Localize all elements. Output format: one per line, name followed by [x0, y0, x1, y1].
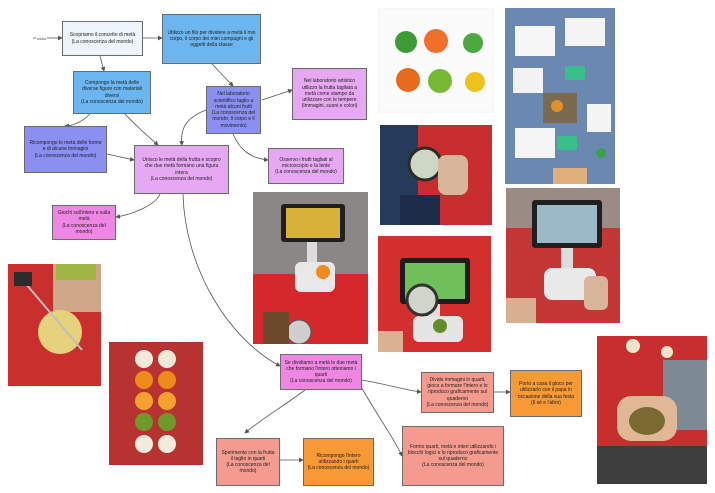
edge-n3-n7	[124, 113, 159, 146]
photo-digital-microscope-orange	[253, 192, 368, 344]
photo-microscope-with-lens-kiwi	[378, 236, 491, 352]
node-divide-images-quarters: Divido immagini in quarti, gioco a forma…	[421, 372, 494, 413]
node-discover-half: Scopriamo il concetto di metà (La conosc…	[62, 21, 143, 56]
node-divide-body-with-thread: Utilizzo un filo per dividere a metà il …	[162, 14, 261, 64]
photo-microscope-tablet-close-up	[506, 188, 620, 323]
edge-n10-n15	[359, 384, 403, 457]
photo-magnifying-glass-on-fruit	[380, 125, 492, 225]
node-recompose-halves: Ricompongo le metà delle forme e di alcu…	[24, 126, 107, 173]
start-label: Inizio	[36, 36, 48, 41]
edge-n10-n13	[244, 389, 306, 434]
node-fruit-quarters-cut: Sperimento con la frutta il taglio in qu…	[216, 438, 280, 486]
node-fruit-stamp-painting: Nel laboratorio artistico utilizzo la fr…	[292, 68, 367, 120]
edge-n10-n11	[361, 379, 422, 394]
node-quarters-concept: Se dividiamo a metà le due metà che form…	[280, 354, 362, 390]
node-take-game-home: Porto a casa il gioco per utilizzarlo co…	[510, 370, 582, 417]
node-logic-blocks-quarters: Formo quarti, metà e interi utilizzando …	[402, 426, 504, 486]
edge-n7-n9	[115, 193, 161, 219]
node-join-halves-whole: Unisco le metà della frutta e scopro che…	[134, 145, 229, 194]
edge-n4-n7	[179, 109, 207, 146]
node-observe-microscope: Osservo i frutti tagliati al microscopio…	[268, 148, 344, 184]
photo-cutting-apple-in-half	[8, 264, 101, 386]
node-cut-fruits-in-half: Nel laboratorio scientifico taglio a met…	[206, 86, 261, 134]
photo-halved-fruits-arranged	[109, 342, 203, 465]
photo-children-printing-at-table	[505, 8, 615, 184]
edge-n3-n6	[64, 113, 91, 129]
edge-n4-n5	[261, 88, 293, 101]
edge-n1-n3	[99, 55, 106, 72]
photo-child-holding-kiwi-and-apple	[597, 336, 707, 484]
edge-n2-n4	[211, 63, 234, 87]
node-games-whole-half: Giochi sull'intero e sulla metà (La cono…	[52, 205, 116, 240]
edge-n4-n8	[232, 133, 269, 162]
edge-n6-n7	[106, 153, 135, 162]
node-compose-half-figures: Compongo la metà delle diverse figure co…	[73, 71, 151, 114]
node-recompose-whole-quarters: Ricompongo l'intero utilizzando i quarti…	[303, 438, 374, 486]
edge-n7-n10	[182, 193, 281, 367]
photo-fruit-print-paintings	[378, 8, 494, 113]
